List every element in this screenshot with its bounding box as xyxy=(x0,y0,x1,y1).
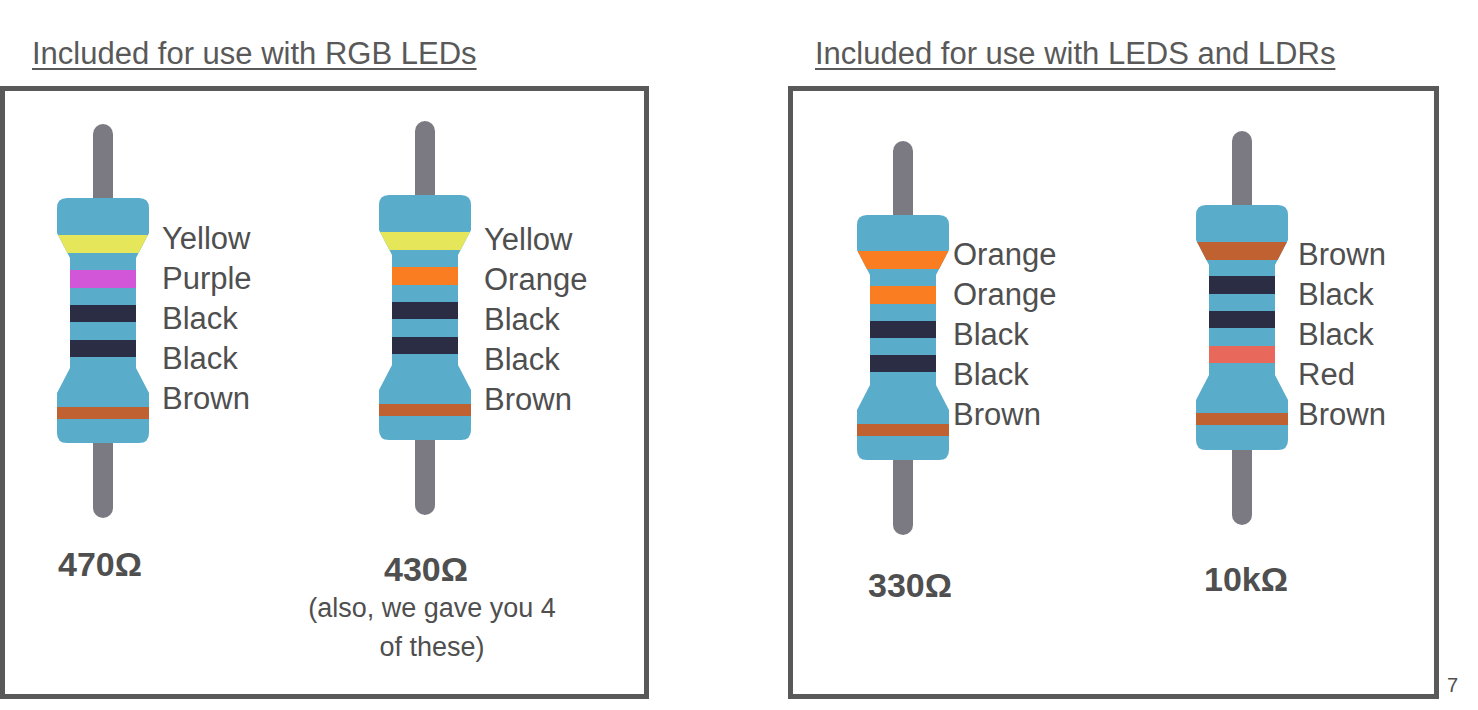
band-colour: Purple xyxy=(162,263,252,294)
box-heading: Included for use with RGB LEDs xyxy=(32,38,477,69)
resistor-symbol xyxy=(853,141,953,535)
band-colour: Orange xyxy=(953,279,1056,310)
band-colour: Black xyxy=(1298,319,1374,350)
page-number: 7 xyxy=(1447,675,1458,695)
band-colour: Brown xyxy=(1298,239,1386,270)
band-colour: Black xyxy=(953,319,1029,350)
resistance-value: 470Ω xyxy=(58,547,142,581)
band-colour: Brown xyxy=(1298,399,1386,430)
band-colour: Orange xyxy=(484,264,587,295)
resistor-symbol xyxy=(53,124,153,518)
band-colour: Yellow xyxy=(484,224,572,255)
box-heading: Included for use with LEDS and LDRs xyxy=(815,38,1335,69)
band-colour: Red xyxy=(1298,359,1355,390)
quantity-note: (also, we gave you 4 of these) xyxy=(308,589,556,667)
band-colour: Brown xyxy=(953,399,1041,430)
resistance-value: 330Ω xyxy=(868,568,952,602)
band-colour: Black xyxy=(162,303,238,334)
band-colour: Black xyxy=(484,344,560,375)
resistance-value: 430Ω xyxy=(384,552,468,586)
band-colour: Black xyxy=(484,304,560,335)
band-colour: Orange xyxy=(953,239,1056,270)
resistor-symbol xyxy=(375,121,475,515)
band-colour: Yellow xyxy=(162,223,250,254)
resistance-value: 10kΩ xyxy=(1204,562,1288,596)
kit-box: Included for use with LEDS and LDRs xyxy=(788,86,1439,699)
band-colour: Black xyxy=(1298,279,1374,310)
band-colour: Brown xyxy=(484,384,572,415)
band-colour: Black xyxy=(162,343,238,374)
band-colour: Black xyxy=(953,359,1029,390)
band-colour: Brown xyxy=(162,383,250,414)
resistor-symbol xyxy=(1192,131,1292,525)
